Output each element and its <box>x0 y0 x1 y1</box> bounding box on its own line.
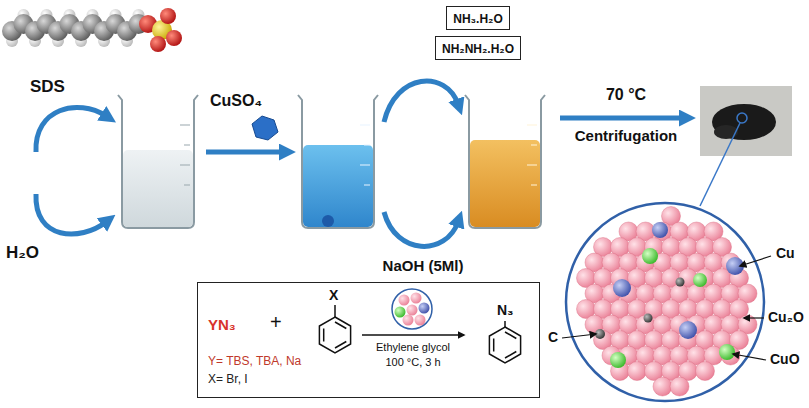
condition-label: 70 °C <box>606 86 646 104</box>
cuo-sphere <box>719 344 735 360</box>
leader-line <box>740 256 771 266</box>
oxygen-atom <box>160 8 176 24</box>
catalyst-sphere <box>403 315 414 326</box>
definition-note: X= Br, I <box>208 373 248 386</box>
reaction-arrow <box>362 334 464 336</box>
cu2o-sphere <box>653 377 672 396</box>
leader-line <box>562 334 596 338</box>
reagent-label: NaOH (5Ml) <box>383 258 464 275</box>
reagent-label: CuSO₄ <box>210 92 262 110</box>
cuo-sphere <box>642 248 658 264</box>
cu2o-sphere <box>628 362 647 381</box>
catalyst-sphere <box>399 295 410 306</box>
catalyst-icon <box>392 289 432 329</box>
conditions-label: 100 °C, 3 h <box>385 356 440 368</box>
catalyst-sphere <box>395 307 406 318</box>
particle-cluster <box>577 207 758 397</box>
cuo-sphere <box>693 273 707 287</box>
azide-source: YN₃ <box>208 317 236 334</box>
phase-label: CuO <box>770 352 800 367</box>
carbon-dot <box>644 314 653 323</box>
powder-photo <box>700 86 792 156</box>
cycle-arrow <box>384 81 458 122</box>
step-label: Centrifugation <box>575 128 678 145</box>
cycle-arrow <box>36 108 106 152</box>
benzene-ring <box>489 321 520 363</box>
oxygen-atom <box>150 36 166 52</box>
reagent-label: SDS <box>30 78 65 97</box>
zoom-line <box>700 123 740 206</box>
cu2o-sphere <box>696 362 715 381</box>
reagent-label: NH₃.H₂O <box>453 12 503 26</box>
process-arrow <box>206 150 284 155</box>
cycle-arrow <box>384 212 458 246</box>
cu-sphere <box>613 279 631 297</box>
cycle-arrow <box>36 194 106 234</box>
beaker-water <box>118 95 198 228</box>
oxygen-atom <box>166 30 182 46</box>
reagent-box: NH₃.H₂O <box>446 6 510 30</box>
cuo-sphere <box>610 352 626 368</box>
cu-sphere <box>679 321 697 339</box>
reagent-box: NH₂NH₂.H₂O <box>435 36 521 60</box>
crystal-icon <box>252 116 278 140</box>
cu2o-sphere <box>670 377 689 396</box>
product-group: N₃ <box>497 303 514 318</box>
substituent-label: X <box>329 288 338 303</box>
leader-line <box>744 317 764 318</box>
beaker-reaction <box>465 95 545 228</box>
beaker-copper-sulfate <box>298 95 378 228</box>
reagent-label: H₂O <box>6 244 39 263</box>
carbon-dot <box>676 278 685 287</box>
catalyst-sphere <box>415 315 426 326</box>
carbon-dot <box>595 329 605 339</box>
catalyst-sphere <box>407 305 418 316</box>
phase-label: Cu₂O <box>768 310 804 325</box>
catalyst-sphere <box>419 303 430 314</box>
solvent-label: Ethylene glycol <box>376 341 450 353</box>
phase-label: C <box>548 330 558 345</box>
leader-line <box>733 354 766 360</box>
phase-label: Cu <box>776 246 795 261</box>
reagent-label: NH₂NH₂.H₂O <box>442 42 514 56</box>
plus-sign: + <box>270 311 282 333</box>
definition-note: Y= TBS, TBA, Na <box>208 355 301 368</box>
particle-outline <box>566 203 764 401</box>
sds-molecule <box>2 8 182 52</box>
process-arrow <box>560 116 684 121</box>
catalyst-sphere <box>411 293 422 304</box>
benzene-ring <box>319 305 350 353</box>
reaction-box: YN₃ + X Ethylene glycol 100 °C, 3 h N₃ Y= TBS,… <box>197 282 540 398</box>
cu-sphere <box>652 222 668 238</box>
